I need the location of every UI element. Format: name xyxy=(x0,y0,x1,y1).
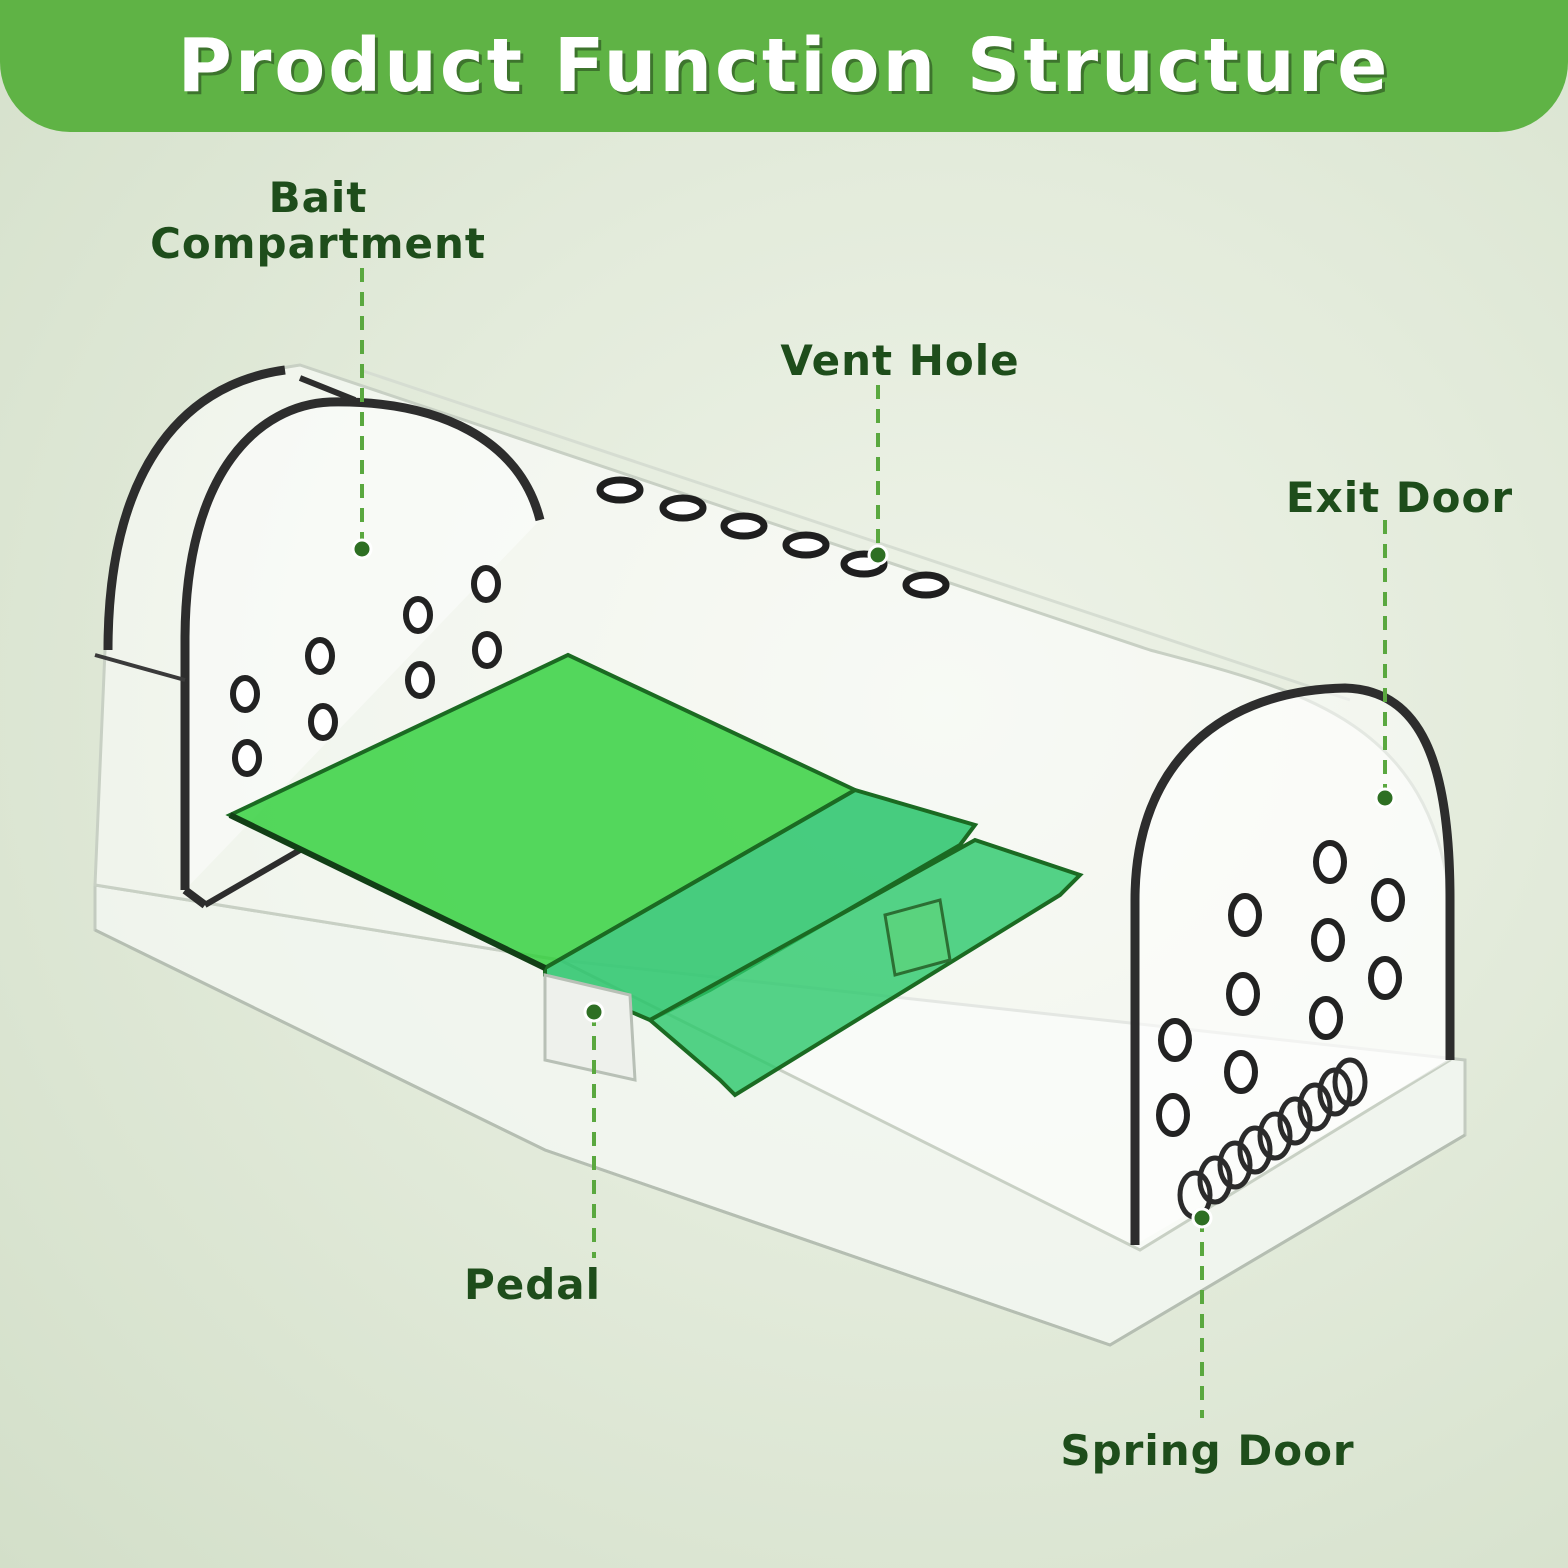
left-door-holes xyxy=(230,565,502,777)
pedal-anchor-dot xyxy=(583,1001,605,1023)
bait-compartment-end xyxy=(94,365,545,909)
spring-anchor-dot xyxy=(1191,1207,1213,1229)
exit-door-holes xyxy=(1156,840,1405,1137)
anchor-dots xyxy=(351,538,1396,1229)
bait-compartment-label-line2: Compartment xyxy=(150,219,486,268)
exit-door-label: Exit Door xyxy=(1285,473,1514,522)
leader-lines xyxy=(360,268,1387,1418)
title-banner: Product Function Structure xyxy=(0,0,1568,132)
spring-door-label: Spring Door xyxy=(1060,1426,1355,1475)
page-title: Product Function Structure xyxy=(177,23,1391,109)
pedal-plate xyxy=(225,652,1084,1098)
vent-hole-label: Vent Hole xyxy=(780,336,1020,385)
bait-compartment-label: Bait Compartment xyxy=(118,175,518,267)
vent-anchor-dot xyxy=(867,544,889,566)
spring xyxy=(1177,1057,1368,1220)
exit-anchor-dot xyxy=(1374,787,1396,809)
exit-door-end xyxy=(1130,683,1455,1245)
bait-compartment-label-line1: Bait xyxy=(268,173,368,222)
pedal-label: Pedal xyxy=(463,1260,602,1309)
bait-anchor-dot xyxy=(351,538,373,560)
